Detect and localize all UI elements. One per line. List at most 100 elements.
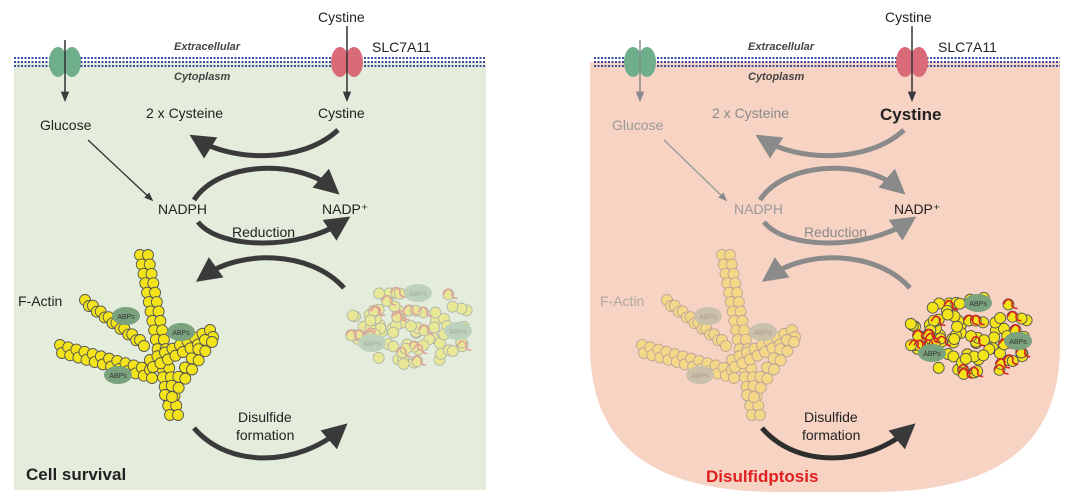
actin-monomer [789,331,801,343]
actin-monomer [766,342,779,355]
abp-protein-icon [404,284,432,302]
actin-monomer [383,287,396,300]
actin-monomer [676,305,689,318]
actin-monomer [781,345,794,358]
disulfide-bond [943,300,959,311]
panel-cell-survival: Cystine SLC7A11 Extracellular Cytoplasm … [14,9,486,490]
actin-monomer [728,314,741,327]
actin-monomer [676,350,689,363]
actin-monomer [735,352,748,365]
actin-monomer [717,258,730,271]
actin-monomer [408,340,421,353]
actin-monomer [406,286,419,299]
disulfide-bond [451,324,467,336]
actin-monomer [692,316,705,329]
actin-monomer [726,305,739,318]
actin-monomer [433,353,446,366]
nadph-to-nadp-arrow [757,165,906,202]
actin-monomer [434,337,446,350]
cystine-extracellular-label: Cystine [885,9,932,25]
actin-monomer [646,349,659,362]
actin-monomer [346,309,359,322]
disulfide-bond [411,355,427,366]
cell-membrane [594,57,1060,67]
actin-monomer [781,334,793,346]
actin-monomer [740,380,753,393]
actin-monomer [726,354,738,366]
actin-monomer [732,296,745,309]
actin-monomer [348,329,361,342]
cytoplasm-background [14,62,486,490]
disulfide-bond [403,304,419,316]
actin-monomer [383,289,395,302]
disulfide-formation-arrow [760,423,916,461]
glucose-label: Glucose [40,117,92,133]
actin-monomer [748,391,760,403]
actin-monomer [751,349,764,362]
actin-monomer [362,328,375,341]
actin-monomer [737,361,750,374]
actin-monomer [396,346,408,359]
actin-monomer [394,309,407,322]
actin-monomer [353,329,366,342]
actin-monomer [905,339,918,352]
cystine-label-bold: Cystine [880,105,941,124]
actin-monomer [668,348,681,361]
actin-monomer [638,347,650,359]
actin-monomer [744,399,757,412]
actin-monomer [733,343,746,356]
abp-label: ABPs [172,330,190,337]
actin-monomer [684,311,697,324]
abp-protein-icon [749,323,777,341]
actin-monomer [363,329,376,342]
actin-monomer [750,390,763,403]
disulfide-bond [394,309,410,321]
disulfide-bond [412,343,428,355]
actin-monomer [953,297,966,310]
actin-monomer [199,345,212,358]
actin-monomer [408,356,421,369]
actin-monomer [904,317,917,330]
actin-monomer [179,372,192,385]
actin-monomer [720,340,732,352]
actin-monomer [756,339,768,351]
actin-monomer [369,312,382,325]
actin-monomer [357,320,370,333]
actin-monomer [429,314,442,327]
actin-monomer [373,287,386,300]
actin-monomer [680,311,693,324]
abp-protein-icon [1004,332,1032,350]
disulfide-bond [924,332,940,344]
actin-monomer [728,372,740,384]
disulfide-bond [936,335,951,347]
actin-monomer [394,316,407,329]
actin-monomer [738,324,751,337]
actin-monomer [670,356,683,369]
actin-monomer [774,343,787,356]
actin-monomer [455,336,468,349]
actin-monomer [754,370,767,383]
actin-monomer [456,337,469,350]
actin-monomer [390,286,403,299]
disulfide-bond [403,287,419,298]
disulfide-bond [963,314,979,326]
abp-protein-icon [918,344,946,362]
actin-monomer [373,319,386,332]
actin-monomer [733,350,746,363]
disulfide-bond [442,288,458,300]
actin-monomer [636,339,648,351]
slc7a11-transporter-icon [896,26,928,103]
actin-monomer [726,364,738,376]
actin-monomer [988,331,1001,344]
abp-label: ABPs [923,351,941,358]
actin-monomer [351,332,364,345]
actin-monomer [734,305,747,318]
actin-monomer [364,327,377,340]
disulfide-bond [912,329,928,341]
actin-monomer [701,357,714,370]
actin-monomer [716,334,728,346]
actin-monomer [391,310,403,323]
